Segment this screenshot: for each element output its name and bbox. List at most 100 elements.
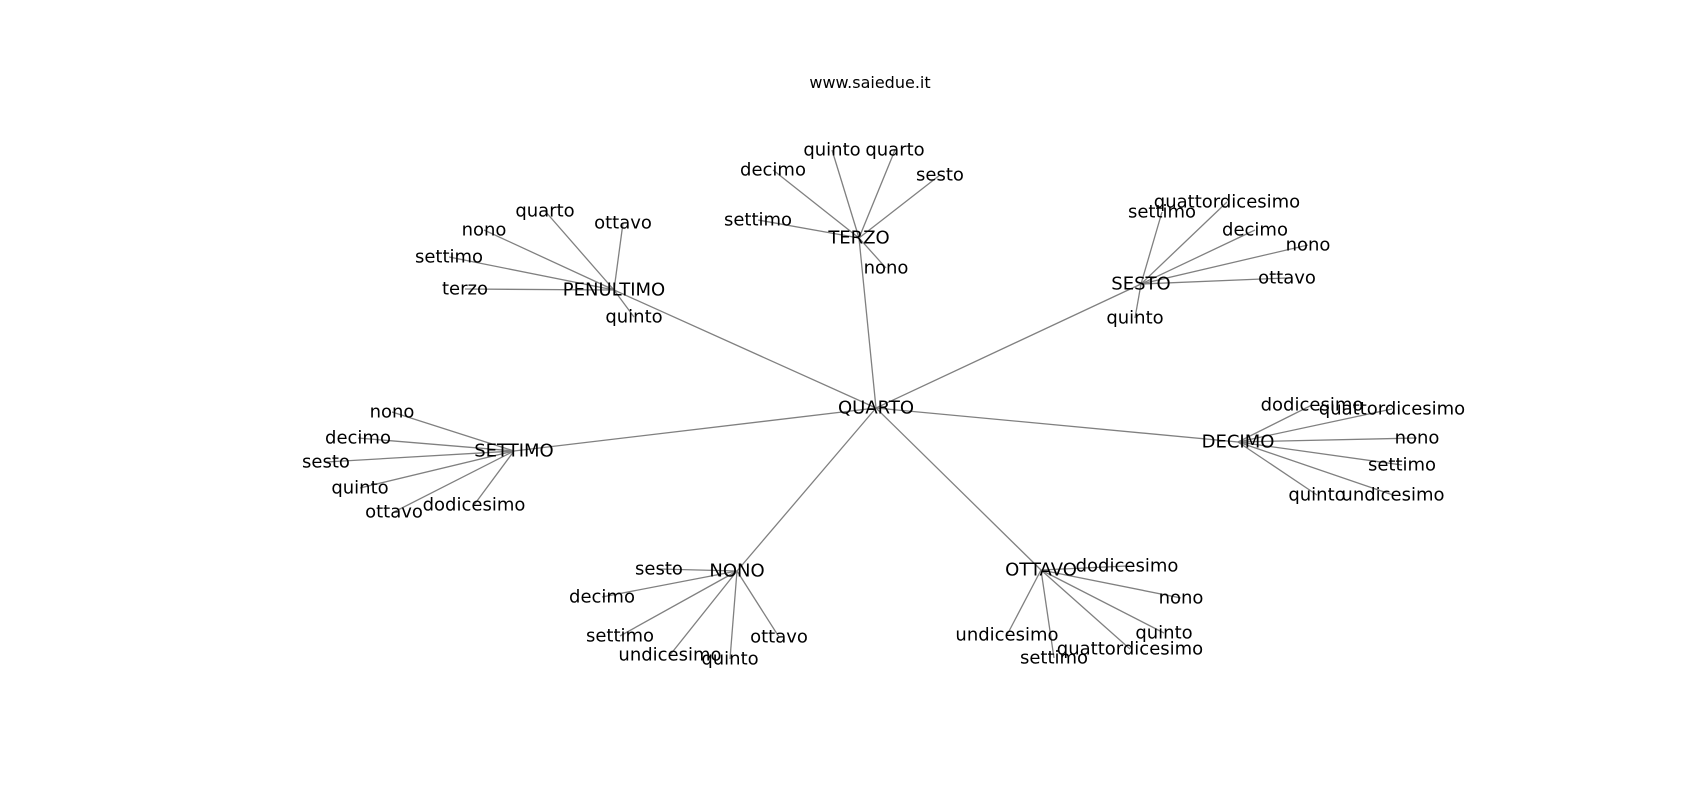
root-edge [875, 407, 1042, 571]
leaf-edge [729, 570, 738, 660]
leaf-edge [613, 289, 635, 318]
leaf-node-label: settimo [1020, 648, 1088, 669]
leaf-node-label: dodicesimo [423, 495, 526, 516]
leaf-edge [1237, 404, 1313, 443]
leaf-edge [736, 570, 780, 638]
leaf-edge [1140, 229, 1256, 285]
leaf-edge [619, 570, 738, 637]
root-edge [513, 407, 877, 452]
hub-node-label: NONO [709, 561, 764, 582]
leaf-edge [1040, 569, 1182, 599]
diagram-title: www.saiedue.it [809, 73, 930, 92]
leaf-node-label: nono [370, 402, 415, 423]
root-edge [736, 407, 877, 572]
leaf-node-label: ottavo [594, 213, 652, 234]
root-edge [875, 283, 1142, 409]
root-edge [875, 407, 1239, 443]
leaf-edge [473, 450, 515, 506]
leaf-node-label: sesto [302, 452, 350, 473]
leaf-node-label: ottavo [1258, 268, 1316, 289]
hub-node-label: TERZO [827, 228, 889, 249]
leaf-edge [1237, 408, 1393, 443]
leaf-edge [1040, 565, 1128, 571]
leaf-node-label: settimo [1128, 202, 1196, 223]
leaf-edge [448, 256, 615, 291]
leaf-node-label: settimo [586, 626, 654, 647]
leaf-node-label: quinto [1135, 623, 1192, 644]
leaf-edge [393, 450, 515, 513]
leaf-node-label: quarto [865, 140, 924, 161]
leaf-edge [658, 568, 738, 572]
leaf-edge [544, 210, 615, 291]
leaf-edge [669, 570, 738, 656]
leaf-edge [464, 288, 615, 291]
leaf-edge [858, 149, 896, 239]
leaf-node-label: undicesimo [618, 645, 721, 666]
root-edge [858, 237, 877, 409]
hub-node-label: PENULTIMO [563, 280, 665, 301]
leaf-node-label: quinto [803, 140, 860, 161]
leaf-edge [1237, 441, 1394, 496]
leaf-edge [1040, 569, 1055, 659]
edges-layer [325, 149, 1418, 660]
leaf-edge [391, 411, 515, 452]
leaf-node-label: nono [1286, 235, 1331, 256]
leaf-node-label: dodicesimo [1261, 395, 1364, 416]
leaf-node-label: ottavo [365, 502, 423, 523]
leaf-edge [359, 450, 515, 489]
leaf-node-label: undicesimo [1341, 485, 1444, 506]
leaf-edge [1006, 569, 1042, 636]
leaf-node-label: sesto [635, 559, 683, 580]
leaf-node-label: quinto [331, 478, 388, 499]
leaf-edge [831, 149, 860, 239]
leaf-node-label: quinto [605, 307, 662, 328]
leaf-node-label: dodicesimo [1076, 556, 1179, 577]
hub-node-label: OTTAVO [1005, 560, 1077, 581]
leaf-node-label: decimo [325, 428, 391, 449]
leaf-node-label: nono [1395, 428, 1440, 449]
leaf-edge [1140, 211, 1163, 285]
leaf-node-label: quattordicesimo [1057, 639, 1203, 660]
leaf-node-label: settimo [724, 210, 792, 231]
leaf-node-label: quinto [1106, 308, 1163, 329]
leaf-node-label: quinto [701, 649, 758, 670]
leaf-edge [858, 174, 941, 239]
leaf-edge [1140, 277, 1288, 285]
leaf-edge [858, 237, 887, 269]
leaf-edge [357, 437, 515, 452]
leaf-edge [1140, 201, 1228, 285]
leaf-edge [1140, 244, 1309, 285]
root-edge [613, 289, 877, 409]
leaf-node-label: nono [462, 220, 507, 241]
root-node-label: QUARTO [838, 398, 914, 419]
leaf-edge [1040, 569, 1165, 634]
leaf-node-label: decimo [569, 587, 635, 608]
leaf-edge [483, 229, 615, 291]
leaf-edge [1237, 437, 1418, 443]
leaf-node-label: quattordicesimo [1154, 192, 1300, 213]
leaf-edge [1040, 569, 1131, 650]
leaf-edge [613, 222, 624, 291]
hub-node-label: DECIMO [1202, 432, 1275, 453]
leaf-node-label: settimo [1368, 455, 1436, 476]
leaf-node-label: decimo [740, 160, 806, 181]
leaf-node-label: undicesimo [955, 625, 1058, 646]
hub-node-label: SETTIMO [474, 441, 553, 462]
leaf-node-label: quinto [1288, 485, 1345, 506]
leaf-node-label: nono [864, 258, 909, 279]
leaf-edge [325, 450, 515, 463]
leaf-edge [772, 169, 860, 239]
leaf-node-label: terzo [442, 279, 488, 300]
leaf-edge [1237, 441, 1403, 466]
leaf-node-label: settimo [415, 247, 483, 268]
leaf-edge [1237, 441, 1318, 496]
leaf-node-label: ottavo [750, 627, 808, 648]
leaf-node-label: quattordicesimo [1319, 399, 1465, 420]
hub-node-label: SESTO [1111, 274, 1170, 295]
leaf-edge [757, 219, 860, 239]
leaf-node-label: nono [1159, 588, 1204, 609]
leaf-node-label: quarto [515, 201, 574, 222]
